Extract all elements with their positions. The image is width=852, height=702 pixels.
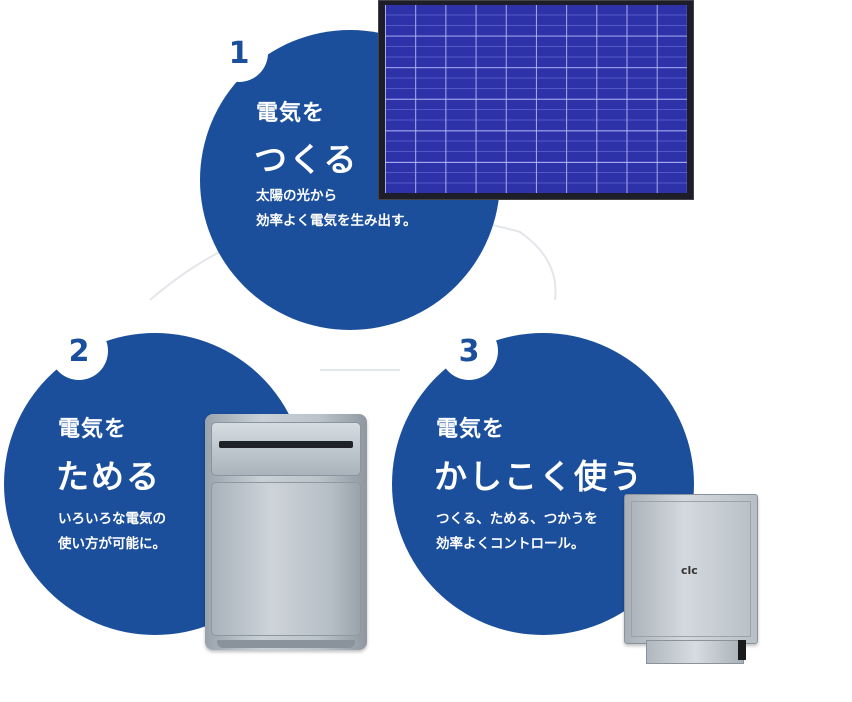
step-3-description: つくる、ためる、つかうを 効率よくコントロール。 (436, 507, 598, 557)
storage-battery-image (205, 414, 367, 650)
step-2-description: いろいろな電気の 使い方が可能に。 (58, 507, 166, 557)
step-1-description-line-1: 太陽の光から (256, 188, 337, 204)
step-2-heading-large: ためる (56, 457, 161, 496)
controller-logo: clc (681, 564, 698, 577)
step-1-heading-small: 電気を (256, 101, 326, 126)
step-2-description-line-1: いろいろな電気の (58, 511, 166, 527)
controller-front-panel (631, 501, 751, 637)
battery-foot (217, 640, 355, 648)
step-3-heading-large: かしこく使う (434, 457, 644, 496)
step-1-description-line-2: 効率よく電気を生み出す。 (256, 213, 417, 229)
solar-panel-image (378, 0, 694, 200)
step-2-heading-small: 電気を (58, 417, 128, 442)
step-2-number-badge: 2 (52, 324, 106, 378)
power-controller-image: clc (624, 494, 758, 644)
battery-body-panel (211, 482, 361, 636)
controller-base (646, 640, 744, 664)
controller-cable (738, 640, 746, 660)
step-3-number-badge: 3 (442, 324, 496, 378)
step-3-description-line-2: 効率よくコントロール。 (436, 536, 585, 552)
step-3-description-line-1: つくる、ためる、つかうを (436, 511, 598, 527)
step-1-description: 太陽の光から 効率よく電気を生み出す。 (256, 184, 417, 234)
step-1-number-badge: 1 (212, 26, 266, 80)
step-2-description-line-2: 使い方が可能に。 (58, 536, 166, 552)
battery-indicator-slot (219, 441, 353, 448)
step-1-heading-large: つくる (254, 140, 359, 179)
step-3-heading-small: 電気を (436, 417, 506, 442)
battery-top-panel (211, 422, 361, 476)
solar-panel-cells (385, 5, 687, 193)
